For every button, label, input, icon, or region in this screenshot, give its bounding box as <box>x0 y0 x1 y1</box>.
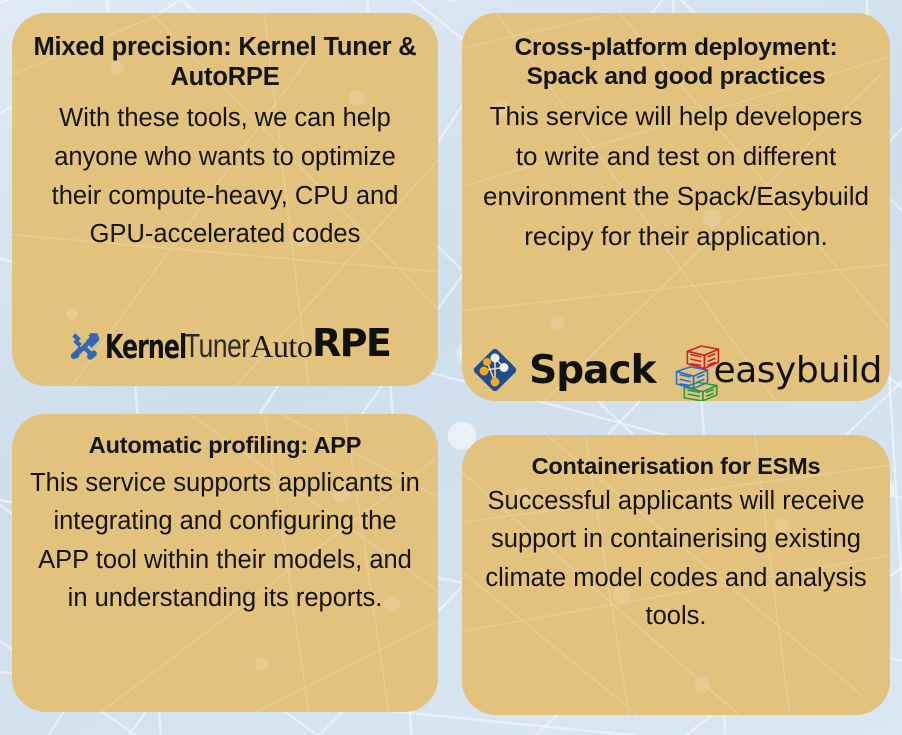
card-body: Successful applicants will receive suppo… <box>485 487 867 630</box>
kernel-tuner-logo: Kernel Tuner <box>68 327 266 366</box>
card-cross-platform-deployment: Cross-platform deployment: Spack and goo… <box>462 13 890 401</box>
autorpe-prefix: Auto <box>250 328 313 364</box>
card-mixed-precision: Mixed precision: Kernel Tuner & AutoRPE … <box>12 13 438 386</box>
easybuild-wordmark: easybuild <box>713 349 883 391</box>
card-body: This service supports applicants in inte… <box>30 469 420 612</box>
logo-row: Kernel Tuner Auto RPE <box>30 321 420 386</box>
kernel-tuner-word-light: Tuner <box>184 327 250 364</box>
easybuild-cubes-icon <box>675 345 719 401</box>
card-title: Cross-platform deployment: Spack and goo… <box>514 34 838 91</box>
easybuild-logo: easybuild <box>670 339 882 401</box>
card-automatic-profiling: Automatic profiling: APP This service su… <box>12 414 438 712</box>
card-title: Automatic profiling: APP <box>88 432 362 458</box>
card-body: This service will help developers to wri… <box>483 101 869 252</box>
card-body: With these tools, we can help anyone who… <box>51 104 399 249</box>
card-title: Mixed precision: Kernel Tuner & AutoRPE <box>33 33 417 92</box>
card-containerisation-for-esms: Containerisation for ESMs Successful app… <box>462 435 890 715</box>
spack-logo: Spack <box>470 345 657 395</box>
card-title: Containerisation for ESMs <box>531 453 821 479</box>
spack-diamond-icon <box>473 348 517 392</box>
autorpe-logo: Auto RPE <box>250 321 392 366</box>
wrench-screwdriver-icon <box>70 333 100 360</box>
kernel-tuner-word-bold: Kernel <box>104 326 187 366</box>
spack-wordmark: Spack <box>529 347 656 393</box>
logo-row: Spack <box>473 339 882 401</box>
autorpe-suffix: RPE <box>312 321 392 366</box>
